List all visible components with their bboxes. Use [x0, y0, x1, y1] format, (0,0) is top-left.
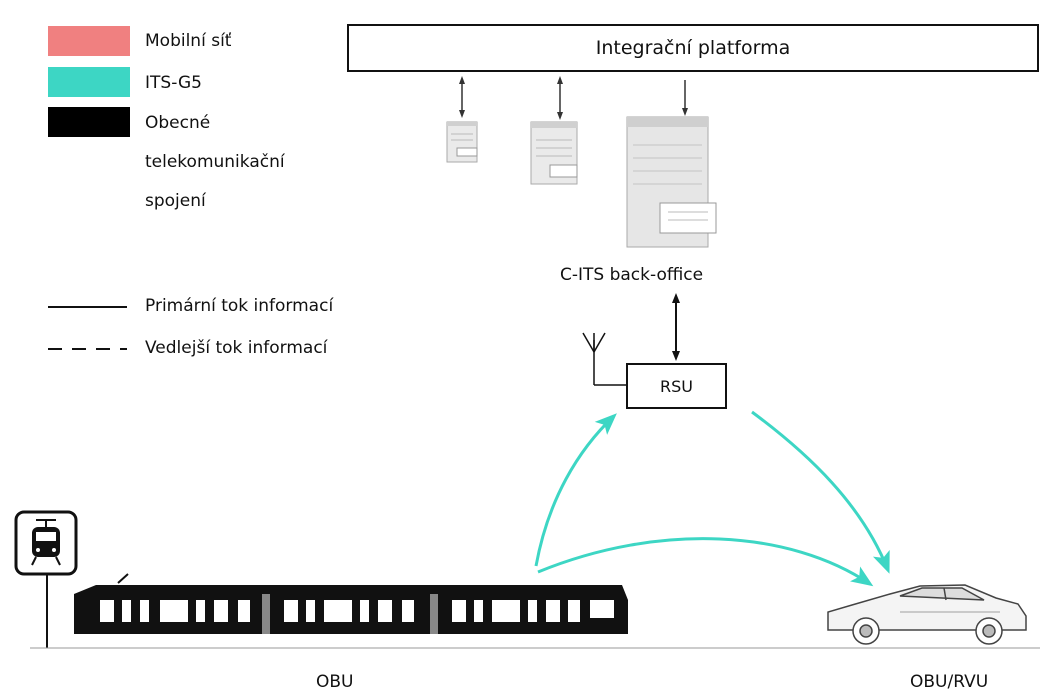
tram-stop-sign-icon — [14, 510, 78, 648]
server-icon — [446, 121, 478, 163]
tram-icon — [74, 573, 628, 634]
legend-swatch-telecom — [48, 107, 130, 137]
legend-label-secondary: Vedlejší tok informací — [145, 338, 328, 358]
legend-label-itsg5: ITS-G5 — [145, 73, 202, 93]
its-g5-arrow-rsu-to-car — [751, 410, 890, 574]
car-icon — [827, 584, 1027, 645]
antenna-icon — [582, 332, 626, 386]
integration-platform-label: Integrační platforma — [595, 37, 791, 59]
obu-label: OBU — [316, 672, 354, 692]
rsu-label: RSU — [660, 376, 693, 396]
rsu-box: RSU — [626, 363, 727, 409]
its-g5-arrow-tram-to-car — [537, 537, 874, 587]
backoffice-label: C-ITS back-office — [560, 265, 704, 285]
legend-label-telecom-2: telekomunikační — [145, 152, 285, 172]
server-icon — [626, 116, 717, 248]
server-icon — [530, 121, 578, 185]
integration-platform-box: Integrační platforma — [347, 24, 1039, 72]
legend-label-primary: Primární tok informací — [145, 296, 334, 316]
legend-label-telecom-3: spojení — [145, 191, 206, 211]
obu-rvu-label: OBU/RVU — [910, 672, 989, 692]
legend-label-telecom-1: Obecné — [145, 113, 211, 133]
legend-swatch-itsg5 — [48, 67, 130, 97]
legend-label-mobile: Mobilní síť — [145, 31, 232, 51]
legend-swatch-mobile — [48, 26, 130, 56]
its-g5-arrow-tram-to-rsu — [534, 413, 617, 567]
